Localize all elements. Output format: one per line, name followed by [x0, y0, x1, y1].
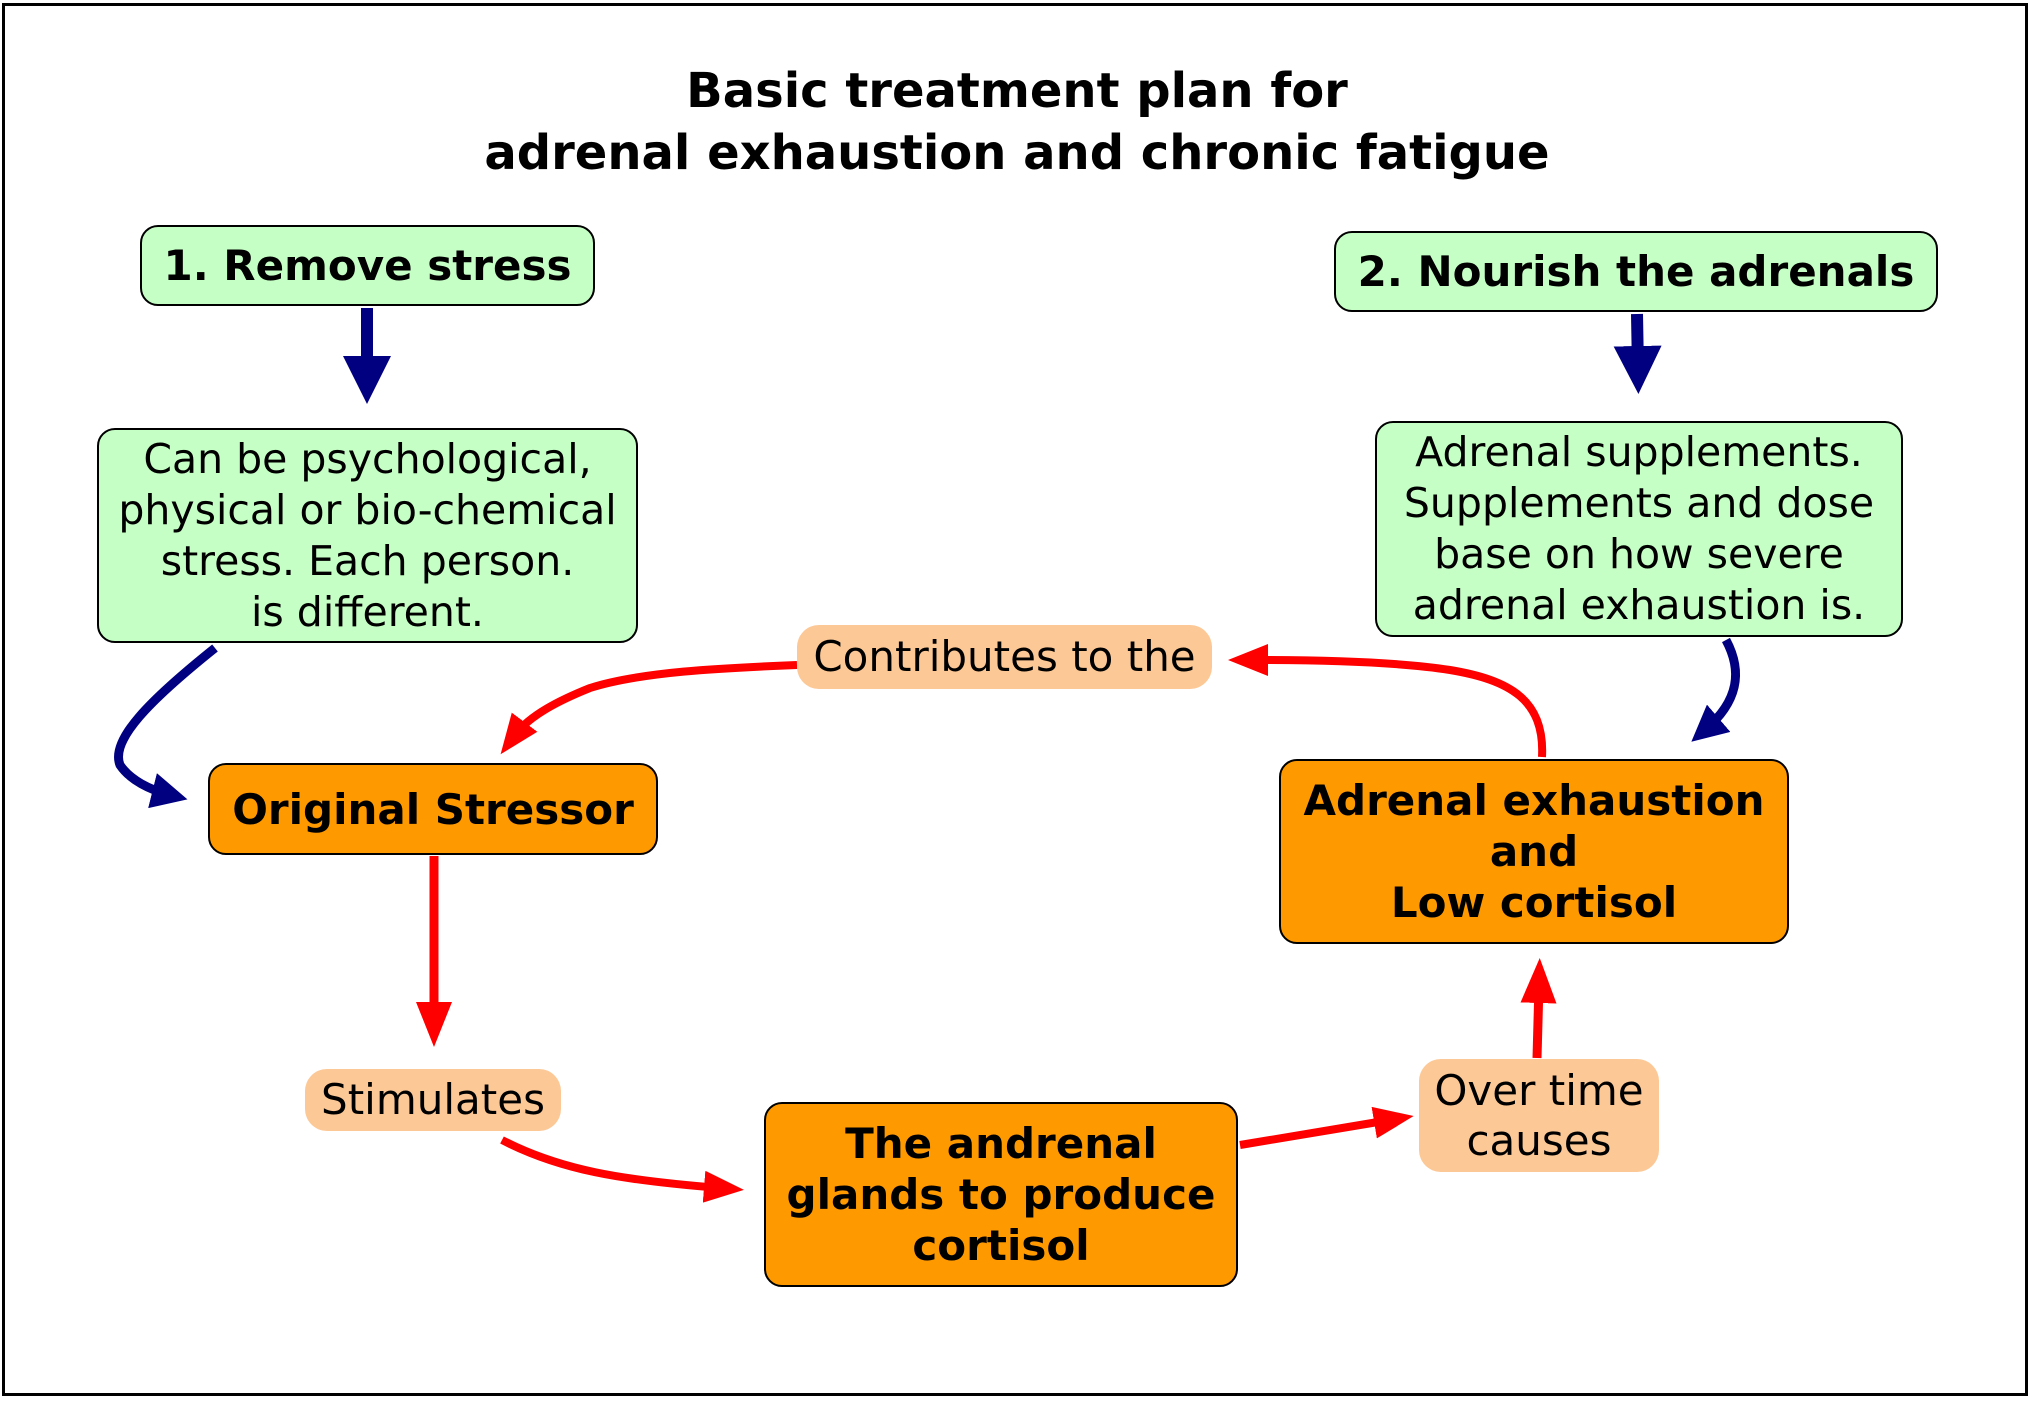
title-line-2: adrenal exhaustion and chronic fatigue [484, 125, 1550, 181]
arrow-nourish-to-detail [1613, 313, 1662, 394]
arrow-detail-to-stressor [114, 644, 218, 809]
label-line: Over time [1434, 1065, 1644, 1115]
detail-line: base on how severe [1434, 530, 1844, 578]
diagram-frame [2, 3, 2028, 1396]
arrow-stimulates-to-glands [500, 1136, 744, 1203]
arrow-overtime-to-exhaustion [1520, 958, 1557, 1059]
step-nourish-adrenals: 2. Nourish the adrenals [1334, 231, 1938, 312]
label-contributes-text: Contributes to the [813, 632, 1196, 681]
arrow-glands-to-overtime [1239, 1106, 1414, 1149]
detail-line: is different. [251, 587, 484, 636]
step-remove-stress-heading: 1. Remove stress [163, 241, 572, 290]
node-line: Low cortisol [1390, 878, 1678, 927]
step-nourish-heading: 2. Nourish the adrenals [1357, 247, 1915, 296]
node-line: cortisol [912, 1221, 1090, 1270]
remove-stress-detail: Can be psychological, physical or bio-ch… [97, 428, 638, 643]
arrow-detail-to-exhaustion [1691, 637, 1741, 742]
arrow-contributes-to-stressor [500, 661, 798, 755]
detail-line: Adrenal supplements. [1415, 428, 1863, 476]
node-line: glands to produce [786, 1170, 1216, 1219]
arrow-exhaustion-to-contributes [1228, 644, 1547, 758]
node-original-stressor: Original Stressor [208, 763, 658, 855]
detail-line: Supplements and dose [1403, 479, 1875, 527]
node-line: Adrenal exhaustion [1303, 776, 1765, 825]
node-adrenal-glands: The andrenal glands to produce cortisol [764, 1102, 1238, 1287]
title-line-1: Basic treatment plan for [686, 63, 1348, 119]
detail-line: adrenal exhaustion is. [1412, 581, 1866, 629]
node-line: The andrenal [845, 1119, 1157, 1168]
label-line: causes [1466, 1115, 1612, 1165]
label-over-time: Over time causes [1419, 1059, 1659, 1172]
label-contributes: Contributes to the [797, 625, 1212, 689]
step-remove-stress: 1. Remove stress [140, 225, 595, 306]
detail-line: Can be psychological, [143, 434, 592, 483]
diagram-title: Basic treatment plan for adrenal exhaust… [0, 60, 2034, 184]
node-line: and [1489, 827, 1579, 876]
nourish-detail: Adrenal supplements. Supplements and dos… [1375, 421, 1903, 637]
label-stimulates: Stimulates [305, 1069, 561, 1131]
detail-line: physical or bio-chemical [118, 485, 617, 534]
node-adrenal-exhaustion: Adrenal exhaustion and Low cortisol [1279, 759, 1789, 944]
label-stimulates-text: Stimulates [321, 1075, 545, 1124]
node-original-stressor-label: Original Stressor [232, 784, 634, 834]
detail-line: stress. Each person. [160, 536, 575, 585]
